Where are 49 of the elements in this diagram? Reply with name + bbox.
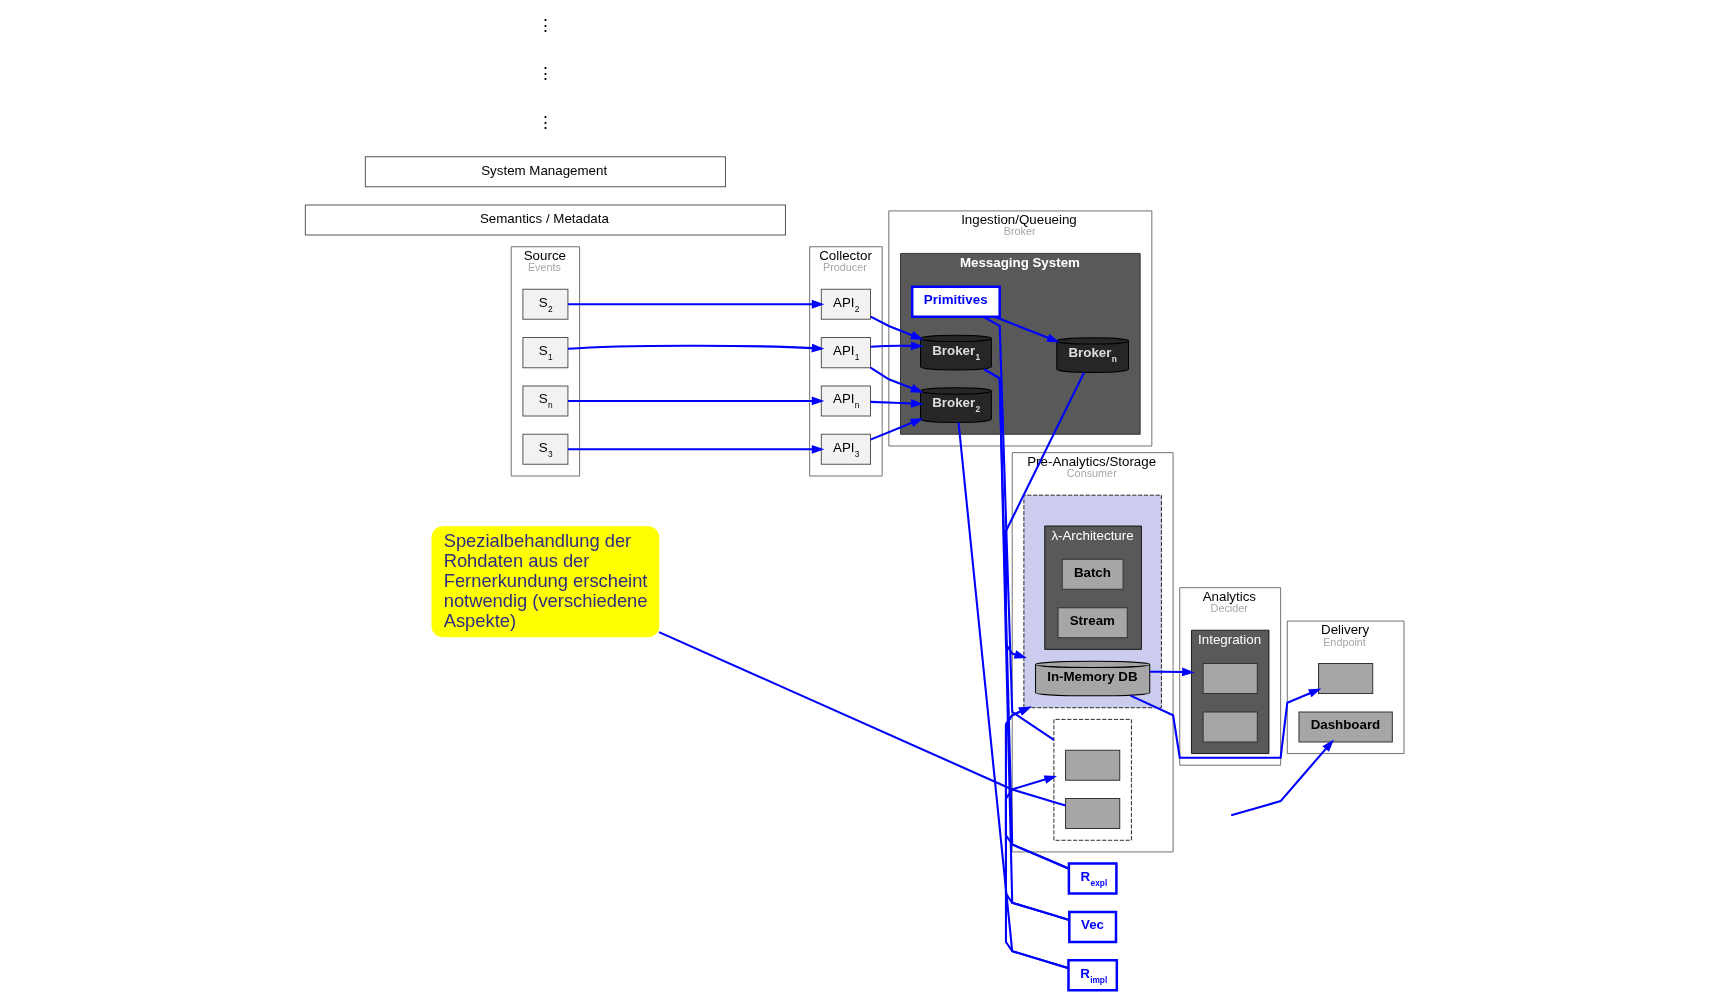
- connector: [658, 631, 1066, 807]
- arrow: [1129, 688, 1321, 759]
- arrow: [567, 444, 824, 454]
- node-box: S$_{1}$: [521, 337, 568, 369]
- arrow: [567, 343, 824, 353]
- arrow: [994, 315, 1060, 343]
- node-box: S$_{2}$: [521, 288, 568, 320]
- connector: [982, 315, 1054, 741]
- arrow: [1004, 706, 1069, 870]
- node-box: [1064, 798, 1120, 830]
- node-box: Vec: [1067, 910, 1117, 944]
- node-box: Batch: [1061, 558, 1124, 590]
- node-box: Dashboard: [1297, 711, 1393, 743]
- arrow: [567, 299, 824, 309]
- arrow: [1004, 372, 1085, 659]
- node-box: [1202, 663, 1258, 695]
- node-box: S$_{n}$: [521, 385, 568, 417]
- arrow: [869, 315, 923, 340]
- label: ⋮: [536, 64, 554, 84]
- arrow: [1149, 667, 1195, 677]
- node-box: Spezialbehandlung der Rohdaten aus der Fernerkundung erscheint notwendig (verschiedene Aspekte): [431, 526, 659, 638]
- arrow: [870, 399, 923, 408]
- arrow: [869, 418, 923, 441]
- arrow: [869, 366, 923, 393]
- arrow: [869, 341, 923, 351]
- arrow: [567, 396, 824, 406]
- cluster: Integration: [1190, 629, 1269, 754]
- cluster: [1022, 494, 1162, 709]
- node-box: Stream: [1057, 607, 1128, 639]
- connector: [957, 422, 1069, 970]
- node-box: API$_{1}$: [820, 337, 871, 369]
- node-box: Primitives: [910, 285, 1001, 319]
- arrow: [1004, 706, 1069, 921]
- arrow: [1230, 739, 1334, 817]
- label: ⋮: [536, 112, 554, 132]
- node-box: R$_{expl}$: [1067, 862, 1118, 895]
- node-box: [1064, 749, 1120, 781]
- node-box: [1317, 663, 1373, 695]
- node-box: API$_{2}$: [820, 288, 871, 320]
- label: ⋮: [536, 15, 554, 35]
- node-box: [1202, 711, 1258, 743]
- arrow: [1004, 775, 1069, 969]
- node-box: Semantics / Metadata: [304, 204, 786, 236]
- node-box: System Management: [364, 156, 726, 188]
- node-box: S$_{3}$: [521, 433, 568, 465]
- node-box: API$_{3}$: [820, 433, 871, 465]
- node-box: API$_{n}$: [820, 385, 871, 417]
- node-box: R$_{impl}$: [1066, 959, 1118, 992]
- cluster: [1052, 719, 1132, 841]
